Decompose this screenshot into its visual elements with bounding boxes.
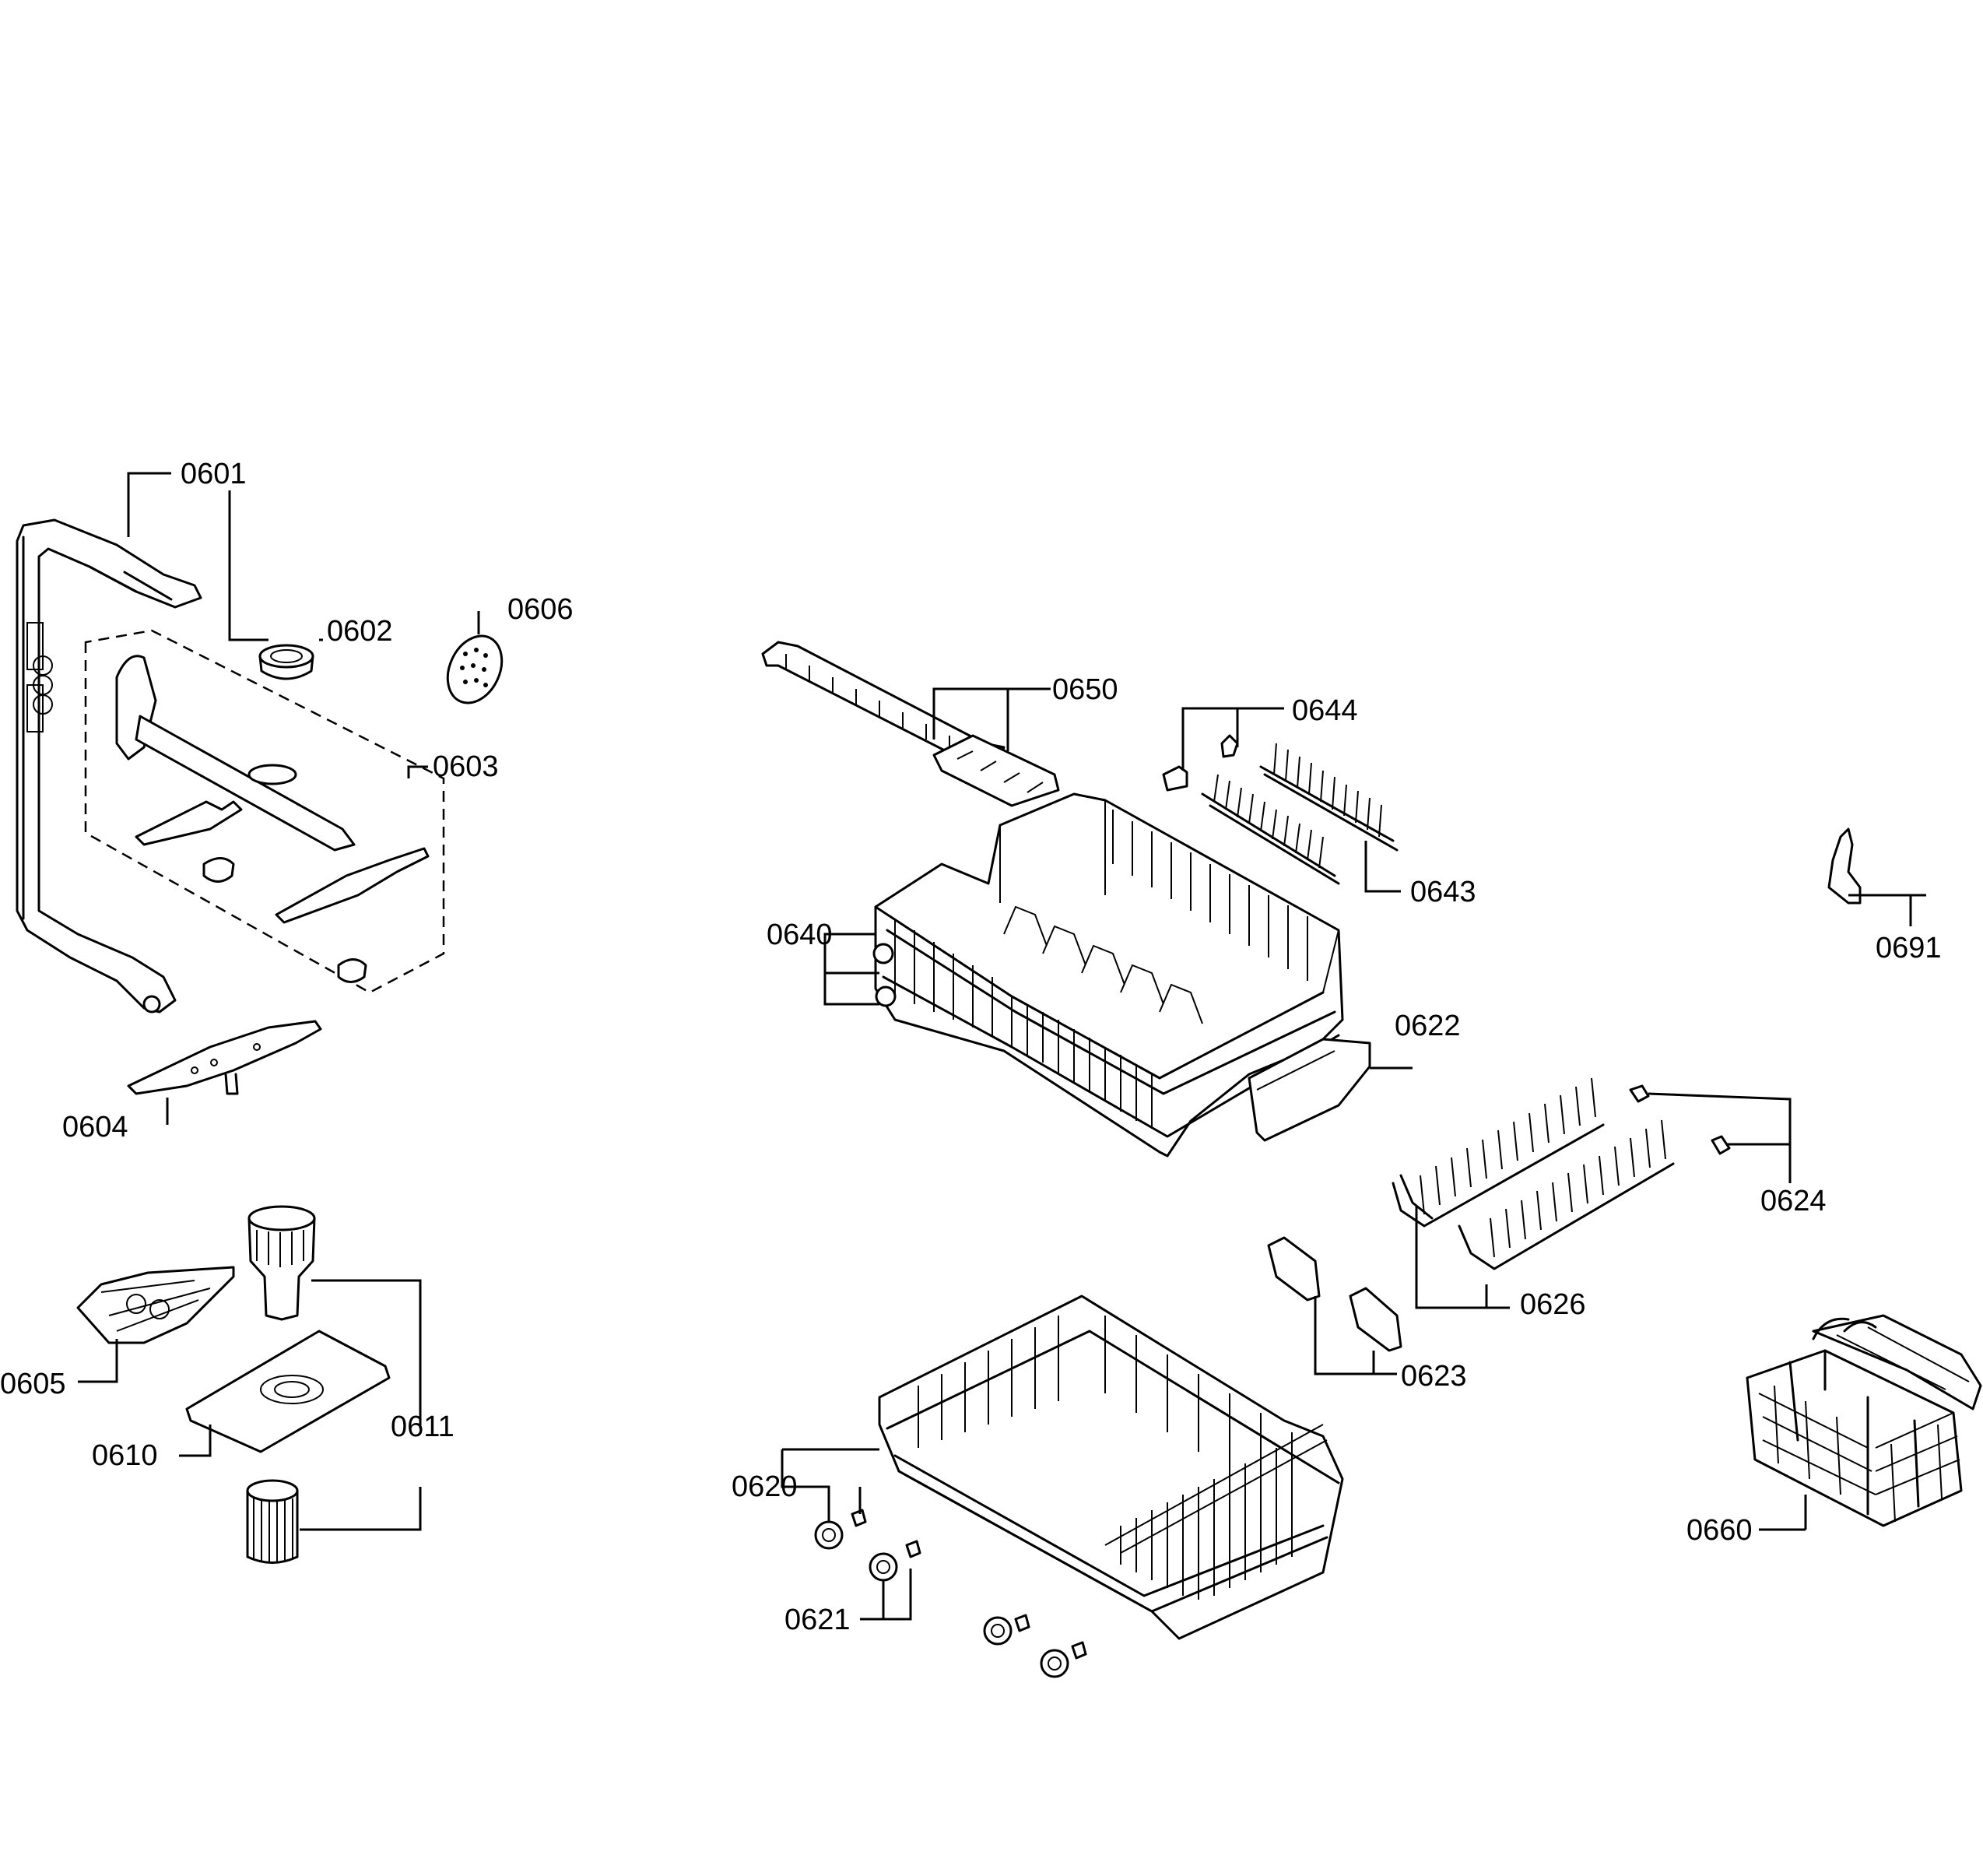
label-0643: 0643 bbox=[1410, 876, 1476, 908]
label-0621: 0621 bbox=[784, 1604, 851, 1636]
cutlery-basket-part bbox=[1746, 1314, 1982, 1527]
roller-clip-part-0623 bbox=[1267, 1236, 1402, 1352]
label-0604: 0604 bbox=[62, 1111, 128, 1144]
fine-filter-part bbox=[246, 1479, 299, 1564]
label-0622: 0622 bbox=[1395, 1010, 1461, 1042]
label-0601: 0601 bbox=[181, 458, 247, 490]
label-0605: 0605 bbox=[0, 1368, 66, 1400]
label-0623: 0623 bbox=[1401, 1360, 1467, 1393]
label-0602: 0602 bbox=[327, 615, 393, 648]
wheel-parts bbox=[814, 1509, 1087, 1678]
label-0640: 0640 bbox=[767, 919, 833, 951]
label-0606: 0606 bbox=[507, 593, 574, 626]
basket-handle-part bbox=[1248, 1038, 1371, 1142]
clip-part-0644 bbox=[1162, 734, 1239, 792]
flat-filter-part bbox=[185, 1330, 391, 1453]
tine-rack-part-0643 bbox=[1201, 743, 1399, 885]
label-0691: 0691 bbox=[1876, 932, 1942, 964]
label-0650: 0650 bbox=[1052, 673, 1118, 706]
label-0611: 0611 bbox=[391, 1411, 455, 1443]
label-0620: 0620 bbox=[732, 1470, 798, 1503]
lower-basket-part bbox=[878, 1295, 1344, 1640]
deflector-part bbox=[76, 1266, 235, 1344]
label-0610: 0610 bbox=[92, 1439, 158, 1472]
leader-lines bbox=[78, 472, 1926, 1621]
upper-spray-assembly bbox=[84, 629, 445, 994]
hub-part bbox=[258, 644, 314, 680]
clip-part-0624 bbox=[1629, 1084, 1731, 1155]
label-0624: 0624 bbox=[1760, 1185, 1827, 1217]
filter-cylinder-part bbox=[247, 1205, 316, 1321]
label-0626: 0626 bbox=[1520, 1288, 1586, 1321]
upper-basket-part bbox=[872, 792, 1344, 1158]
lower-spray-arm-part bbox=[127, 1020, 322, 1095]
label-0660: 0660 bbox=[1686, 1514, 1753, 1547]
supply-pipe-part bbox=[16, 518, 202, 1014]
cup-shelf-part bbox=[761, 641, 1060, 807]
label-0644: 0644 bbox=[1292, 694, 1358, 727]
label-0603: 0603 bbox=[433, 750, 499, 783]
tine-rack-part-0626 bbox=[1392, 1077, 1675, 1270]
clip-part-0691 bbox=[1827, 827, 1862, 905]
filter-disc-part bbox=[446, 634, 504, 704]
